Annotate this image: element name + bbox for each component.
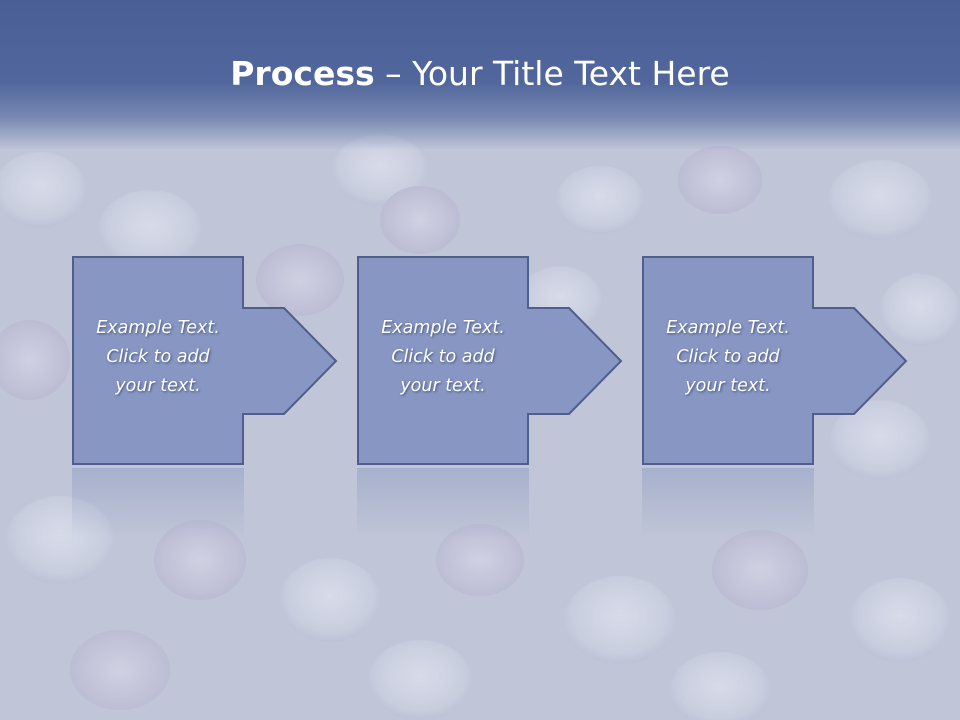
step-text: Example Text. Click to add your text. [357, 314, 529, 401]
process-step-1[interactable]: Example Text. Click to add your text. [72, 256, 338, 468]
step-reflection [357, 468, 529, 538]
step-text-line: Click to add [106, 347, 210, 367]
step-text: Example Text. Click to add your text. [72, 314, 244, 401]
step-arrow-shape [357, 256, 623, 465]
step-text-line: Example Text. [666, 318, 790, 338]
step-text-line: your text. [400, 376, 486, 396]
step-text: Example Text. Click to add your text. [642, 314, 814, 401]
step-text-line: Example Text. [381, 318, 505, 338]
step-reflection [642, 468, 814, 538]
step-text-line: Click to add [391, 347, 495, 367]
title-bold: Process [230, 54, 375, 93]
step-arrow-shape [72, 256, 338, 465]
process-step-2[interactable]: Example Text. Click to add your text. [357, 256, 623, 468]
process-step-3[interactable]: Example Text. Click to add your text. [642, 256, 908, 468]
step-text-line: Example Text. [96, 318, 220, 338]
slide-title[interactable]: Process – Your Title Text Here [0, 52, 960, 96]
title-rest: – Your Title Text Here [374, 54, 730, 93]
step-text-line: your text. [685, 376, 771, 396]
step-text-line: Click to add [676, 347, 780, 367]
step-reflection [72, 468, 244, 538]
title-band [0, 0, 960, 150]
step-arrow-shape [642, 256, 908, 465]
step-text-line: your text. [115, 376, 201, 396]
